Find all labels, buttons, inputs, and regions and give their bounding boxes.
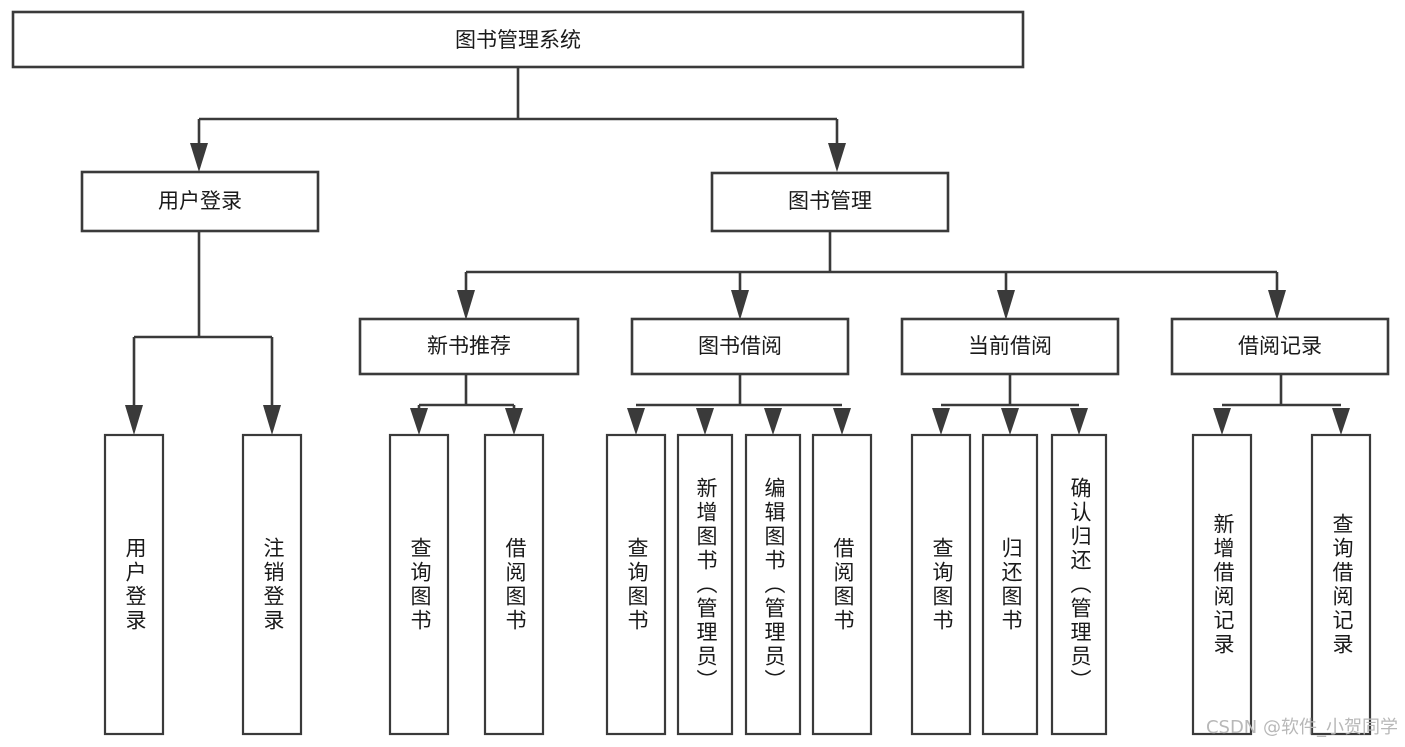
leaf-br-query-record-box[interactable]: [1310, 433, 1372, 736]
leaf-logout-label: 注销登录: [261, 537, 285, 633]
node-new-book-recommend-label: 新书推荐: [427, 334, 511, 358]
arrow-head-borrow-record: [1268, 290, 1286, 320]
leaf-node[interactable]: 编辑图书（管理员）: [744, 433, 802, 736]
arrow-head-book-borrow: [731, 290, 749, 320]
arrow-head-bb-leaf-3: [764, 408, 782, 435]
arrow-head-leaf-logout: [263, 405, 281, 435]
arrow-head-bb-leaf-1: [627, 408, 645, 435]
leaf-bb-borrow-book-label: 借阅图书: [831, 537, 855, 633]
node-book-manage-box[interactable]: [710, 171, 950, 233]
arrow-head-new-book: [457, 290, 475, 320]
node-user-login-box[interactable]: [80, 170, 320, 233]
leaf-logout-box[interactable]: [241, 433, 303, 736]
leaf-bb-edit-book-label: 编辑图书（管理员）: [762, 477, 786, 693]
connectors-book-borrow-to-leaves: [627, 374, 851, 435]
leaf-node[interactable]: 用户登录: [103, 433, 165, 736]
leaf-nb-query-book-box[interactable]: [388, 433, 450, 736]
leaf-bb-add-book-label: 新增图书（管理员）: [694, 477, 718, 693]
leaf-user-login-label: 用户登录: [123, 537, 147, 633]
leaf-node[interactable]: 确认归还（管理员）: [1050, 433, 1108, 736]
leaf-cb-query-book-box[interactable]: [910, 433, 972, 736]
node-borrow-record[interactable]: 借阅记录: [1170, 317, 1390, 376]
node-book-borrow-label: 图书借阅: [698, 334, 782, 358]
leaf-node[interactable]: 查询图书: [910, 433, 972, 736]
node-current-borrow[interactable]: 当前借阅: [900, 317, 1120, 376]
node-new-book-recommend[interactable]: 新书推荐: [358, 317, 580, 376]
connectors-book-manage-to-level3: [457, 231, 1286, 320]
arrow-head-bb-leaf-2: [696, 408, 714, 435]
arrow-head-nb-leaf-2: [505, 408, 523, 435]
connectors-user-login-to-leaves: [125, 231, 281, 435]
leaf-node[interactable]: 借阅图书: [483, 433, 545, 736]
node-borrow-record-box[interactable]: [1170, 317, 1390, 376]
leaf-node[interactable]: 查询借阅记录: [1310, 433, 1372, 736]
node-user-login[interactable]: 用户登录: [80, 170, 320, 233]
node-book-borrow[interactable]: 图书借阅: [630, 317, 850, 376]
node-root-box[interactable]: [11, 10, 1025, 69]
leaf-br-add-record-box[interactable]: [1191, 433, 1253, 736]
leaf-nb-borrow-book-box[interactable]: [483, 433, 545, 736]
node-book-manage[interactable]: 图书管理: [710, 171, 950, 233]
arrow-head-cb-leaf-3: [1070, 408, 1088, 435]
watermark: CSDN @软件_小贺同学: [1206, 717, 1398, 738]
leaf-node[interactable]: 新增借阅记录: [1191, 433, 1253, 736]
arrow-head-current-borrow: [997, 290, 1015, 320]
leaf-bb-add-book-box[interactable]: [676, 433, 734, 736]
leaf-node[interactable]: 归还图书: [981, 433, 1039, 736]
leaf-node[interactable]: 注销登录: [241, 433, 303, 736]
arrow-head-cb-leaf-2: [1001, 408, 1019, 435]
arrow-head-cb-leaf-1: [932, 408, 950, 435]
leaf-user-login-box[interactable]: [103, 433, 165, 736]
arrow-head-book-manage: [828, 143, 846, 172]
leaf-cb-confirm-return-box[interactable]: [1050, 433, 1108, 736]
node-root[interactable]: 图书管理系统: [11, 10, 1025, 69]
arrow-head-leaf-user-login: [125, 405, 143, 435]
leaf-br-add-record-label: 新增借阅记录: [1211, 513, 1235, 657]
leaf-bb-query-book-label: 查询图书: [625, 537, 649, 633]
connectors-root-to-level2: [190, 67, 846, 172]
connectors-current-borrow-to-leaves: [932, 374, 1088, 435]
node-book-borrow-box[interactable]: [630, 317, 850, 376]
leaf-br-query-record-label: 查询借阅记录: [1330, 513, 1354, 657]
leaf-bb-query-book-box[interactable]: [605, 433, 667, 736]
connectors-new-book-to-leaves: [410, 374, 523, 435]
arrow-head-br-leaf-2: [1332, 408, 1350, 435]
arrow-head-user-login: [190, 143, 208, 172]
node-user-login-label: 用户登录: [158, 189, 242, 213]
leaf-nb-borrow-book-label: 借阅图书: [503, 537, 527, 633]
node-borrow-record-label: 借阅记录: [1238, 334, 1322, 358]
node-current-borrow-label: 当前借阅: [968, 334, 1052, 358]
leaf-node[interactable]: 借阅图书: [811, 433, 873, 736]
leaf-cb-confirm-return-label: 确认归还（管理员）: [1068, 477, 1092, 693]
arrow-head-br-leaf-1: [1213, 408, 1231, 435]
leaf-cb-query-book-label: 查询图书: [930, 537, 954, 633]
leaf-node[interactable]: 查询图书: [605, 433, 667, 736]
leaf-nb-query-book-label: 查询图书: [408, 537, 432, 633]
arrow-head-nb-leaf-1: [410, 408, 428, 435]
node-new-book-recommend-box[interactable]: [358, 317, 580, 376]
leaf-cb-return-book-label: 归还图书: [999, 537, 1023, 633]
connectors-borrow-record-to-leaves: [1213, 374, 1350, 435]
node-current-borrow-box[interactable]: [900, 317, 1120, 376]
node-book-manage-label: 图书管理: [788, 189, 872, 213]
arrow-head-bb-leaf-4: [833, 408, 851, 435]
leaf-bb-borrow-book-box[interactable]: [811, 433, 873, 736]
node-root-label: 图书管理系统: [455, 28, 581, 52]
leaf-node[interactable]: 查询图书: [388, 433, 450, 736]
leaf-node[interactable]: 新增图书（管理员）: [676, 433, 734, 736]
leaf-cb-return-book-box[interactable]: [981, 433, 1039, 736]
leaf-bb-edit-book-box[interactable]: [744, 433, 802, 736]
